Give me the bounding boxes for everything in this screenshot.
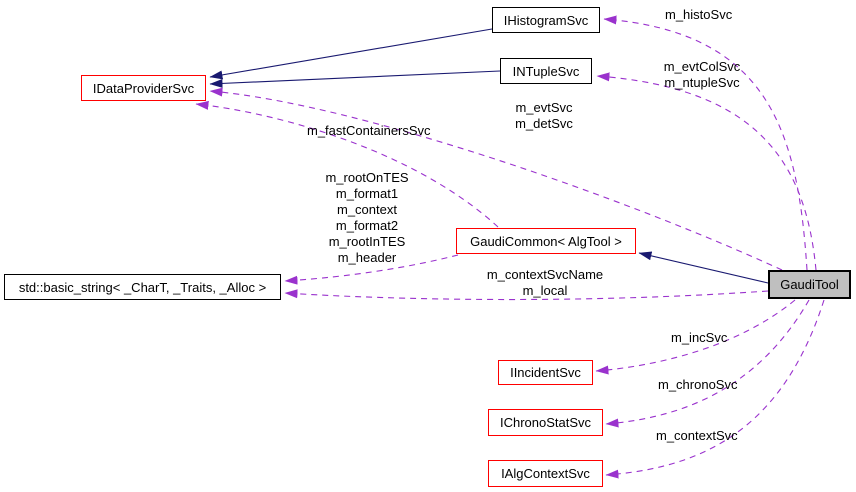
edge-label-common-strings: m_rootOnTES m_format1 m_context m_format…	[315, 170, 419, 266]
edge-label-incsvc: m_incSvc	[671, 330, 728, 345]
edge-label-line: m_contextSvcName	[486, 267, 604, 282]
edge-label-line: m_evtSvc	[515, 100, 573, 115]
node-intuplesvc[interactable]: INTupleSvc	[500, 58, 592, 84]
edge-inherit-intuplesvc-idataprovidersvc	[209, 70, 501, 88]
node-gaudicommon[interactable]: GaudiCommon< AlgTool >	[456, 228, 636, 254]
node-ichronostatsvc[interactable]: IChronoStatSvc	[488, 409, 603, 436]
edge-usage-gauditool-intuplesvc	[596, 72, 817, 271]
edge-usage-gauditool-ichronostatsvc	[605, 299, 810, 428]
edge-usage-gaudicommon-idataprovidersvc	[195, 100, 499, 228]
node-idataprovidersvc[interactable]: IDataProviderSvc	[81, 75, 206, 101]
edge-label-line: m_evtColSvc	[663, 59, 741, 74]
edge-usage-gauditool-ihistogramsvc	[603, 15, 808, 271]
edge-label-line: m_format2	[335, 218, 399, 233]
edge-label-evtsvc: m_evtSvc m_detSvc	[492, 100, 596, 132]
edge-label-line: m_rootInTES	[328, 234, 406, 249]
edge-usage-gaudicommon-basicstring	[284, 254, 459, 285]
edge-usage-gauditool-basicstring	[284, 289, 769, 301]
node-ihistogramsvc[interactable]: IHistogramSvc	[492, 7, 600, 33]
edge-inherit-gauditool-gaudicommon	[638, 251, 769, 284]
node-iincidentsvc[interactable]: IIncidentSvc	[498, 360, 593, 385]
edge-label-contextsvc: m_contextSvc	[656, 428, 738, 443]
edge-usage-gauditool-iincidentsvc	[595, 299, 796, 375]
edge-label-chronosvc: m_chronoSvc	[658, 377, 738, 392]
node-ialgcontextsvc[interactable]: IAlgContextSvc	[488, 460, 603, 487]
edge-label-line: m_ntupleSvc	[664, 75, 740, 90]
node-gauditool[interactable]: GaudiTool	[768, 270, 851, 299]
edge-label-line: m_local	[522, 283, 568, 298]
edge-label-ntuplesvc: m_evtColSvc m_ntupleSvc	[651, 59, 753, 91]
edge-label-line: m_detSvc	[515, 116, 573, 131]
edge-label-line: m_header	[337, 250, 397, 265]
edge-label-fastcontainerssvc: m_fastContainersSvc	[307, 123, 431, 138]
edge-label-line: m_format1	[335, 186, 399, 201]
node-basicstring[interactable]: std::basic_string< _CharT, _Traits, _All…	[4, 274, 281, 300]
edge-label-line: m_context	[337, 202, 397, 217]
edge-usage-gauditool-ialgcontextsvc	[605, 299, 825, 479]
edge-label-histosvc: m_histoSvc	[665, 7, 733, 22]
edge-label-tool-strings: m_contextSvcName m_local	[483, 267, 607, 299]
edge-usage-gauditool-idataprovidersvc	[209, 87, 783, 271]
edge-inherit-ihistogramsvc-idataprovidersvc	[209, 28, 493, 80]
edge-label-line: m_rootOnTES	[325, 170, 409, 185]
